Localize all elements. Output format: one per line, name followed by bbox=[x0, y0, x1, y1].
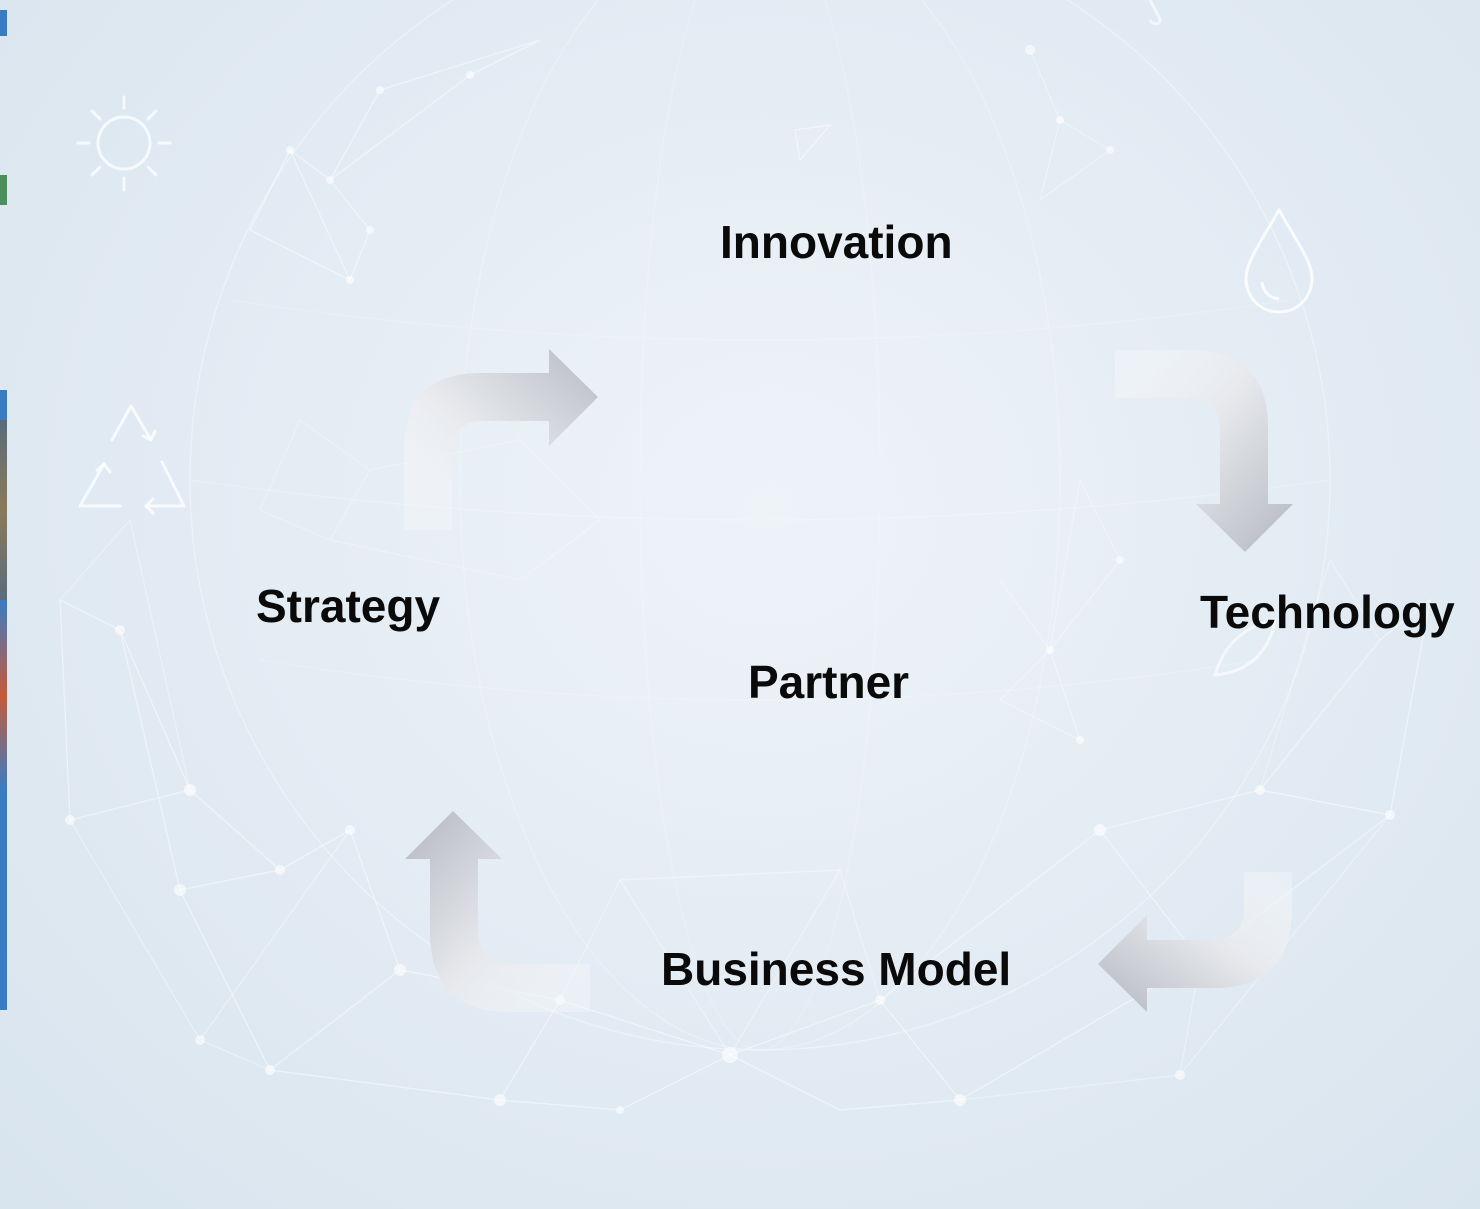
label-technology: Technology bbox=[1200, 586, 1455, 638]
left-edge-strip bbox=[0, 175, 7, 205]
sun-icon bbox=[76, 95, 172, 192]
left-edge-strip bbox=[0, 390, 7, 420]
left-edge-strip bbox=[0, 420, 7, 600]
left-edge-strip bbox=[0, 10, 7, 36]
left-edge-strip bbox=[0, 790, 7, 1010]
label-partner: Partner bbox=[748, 656, 910, 708]
water-drop-icon bbox=[1244, 206, 1314, 314]
label-business-model: Business Model bbox=[661, 943, 1012, 995]
label-strategy: Strategy bbox=[256, 580, 441, 632]
recycle-icon bbox=[78, 404, 186, 515]
left-edge-strip bbox=[0, 600, 7, 790]
leaf-icon bbox=[1212, 618, 1277, 677]
label-innovation: Innovation bbox=[720, 216, 953, 268]
